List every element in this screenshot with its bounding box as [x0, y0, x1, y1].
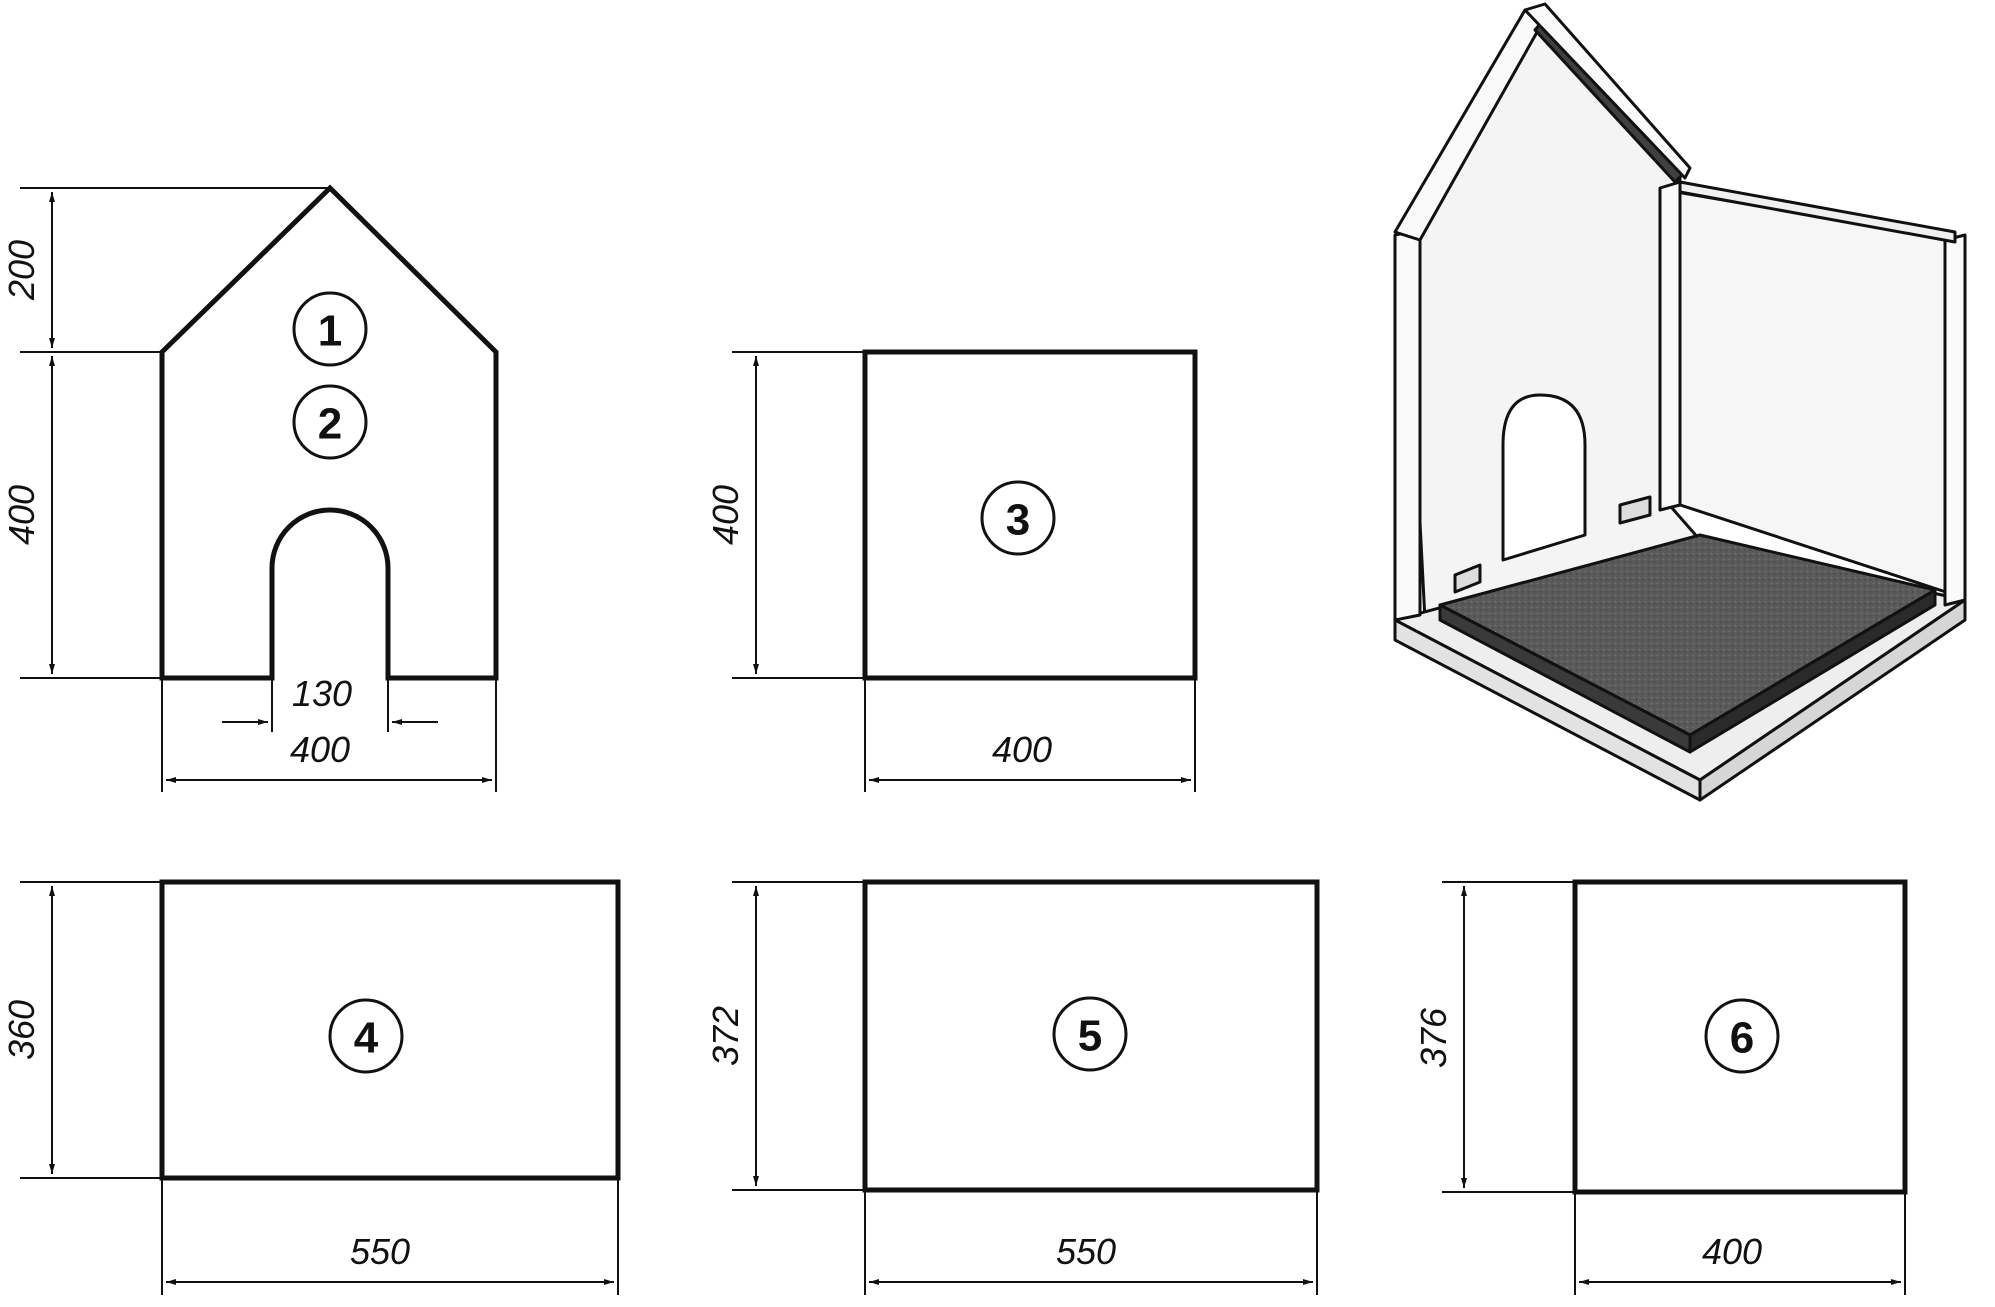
- floor-panel: 360 550 4: [1, 879, 621, 1295]
- side-panel: 400 400 3: [705, 349, 1198, 792]
- side-height-label: 400: [705, 485, 746, 545]
- roof-b-height-label: 376: [1413, 1007, 1454, 1068]
- wall-height-label: 400: [1, 485, 42, 545]
- roof-b-width-label: 400: [1702, 1231, 1762, 1272]
- part-label-3: 3: [1006, 496, 1030, 545]
- side-width-label: 400: [992, 729, 1052, 770]
- part-label-6: 6: [1730, 1014, 1754, 1063]
- front-back-panel: 200 400 130 400 1 2: [1, 184, 499, 792]
- floor-width-label: 550: [350, 1231, 410, 1272]
- house-outline: [159, 184, 499, 681]
- assembly-illustration: [1393, 2, 1967, 802]
- part-label-2: 2: [318, 400, 342, 449]
- part-label-4: 4: [354, 1014, 379, 1063]
- part-marker-5: [1052, 996, 1128, 1072]
- part-marker-6: [1704, 998, 1780, 1074]
- door-width-label: 130: [292, 673, 352, 714]
- roof-a-height-label: 372: [705, 1006, 746, 1066]
- part-marker-1: [292, 291, 368, 367]
- part-marker-4: [328, 998, 404, 1074]
- side-rect: [862, 349, 1198, 681]
- part-label-5: 5: [1078, 1012, 1102, 1061]
- roof-height-label: 200: [1, 240, 42, 301]
- floor-height-label: 360: [1, 1000, 42, 1060]
- part-marker-2: [292, 384, 368, 460]
- part-label-1: 1: [318, 307, 342, 356]
- roof-a-rect: [862, 879, 1320, 1193]
- roof-a-panel: 372 550 5: [705, 879, 1320, 1295]
- front-width-label: 400: [290, 729, 350, 770]
- roof-b-rect: [1572, 879, 1908, 1195]
- part-marker-3: [980, 480, 1056, 556]
- roof-a-width-label: 550: [1056, 1231, 1116, 1272]
- roof-b-panel: 376 400 6: [1413, 879, 1908, 1295]
- floor-rect: [159, 879, 621, 1181]
